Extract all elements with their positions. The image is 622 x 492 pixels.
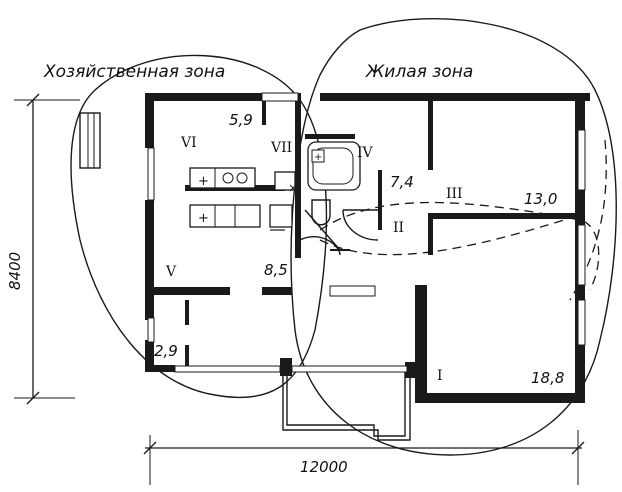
door-swings (342, 209, 379, 241)
service-zone-label: Хозяйственная зона (43, 62, 225, 82)
dashed-connection-arcs (319, 139, 607, 301)
area-room-vi: 5,9 (229, 111, 253, 129)
room-v-label: V (165, 264, 177, 280)
balcony (79, 112, 411, 441)
bathroom-fixtures: + (289, 141, 361, 256)
windows (147, 92, 586, 373)
svg-text:+: + (198, 211, 209, 226)
svg-text:+: + (314, 152, 322, 163)
area-corner: 2,9 (154, 342, 178, 360)
room-iii-label: III (446, 186, 463, 202)
area-room-i: 18,8 (531, 369, 564, 387)
room-vii-label: VII (270, 140, 292, 156)
width-dimension-label: 12000 (300, 458, 348, 476)
room-vi-label: VI (180, 135, 197, 151)
svg-text:+: + (198, 174, 209, 189)
walls (145, 93, 590, 403)
area-room-iv: 7,4 (390, 173, 414, 191)
living-zone-label: Жилая зона (365, 62, 473, 82)
height-dimension-line (14, 93, 80, 405)
service-zone-outline (70, 54, 328, 399)
kitchen-fixtures: + + (189, 167, 296, 231)
area-room-v: 8,5 (264, 261, 288, 279)
living-zone-outline (290, 18, 617, 456)
room-iv-label: IV (357, 145, 374, 161)
area-room-iii: 13,0 (524, 190, 557, 208)
height-dimension-label: 8400 (6, 252, 24, 290)
width-dimension-line (143, 430, 585, 485)
room-i-label: I (437, 368, 443, 384)
room-ii-label: II (393, 220, 404, 236)
